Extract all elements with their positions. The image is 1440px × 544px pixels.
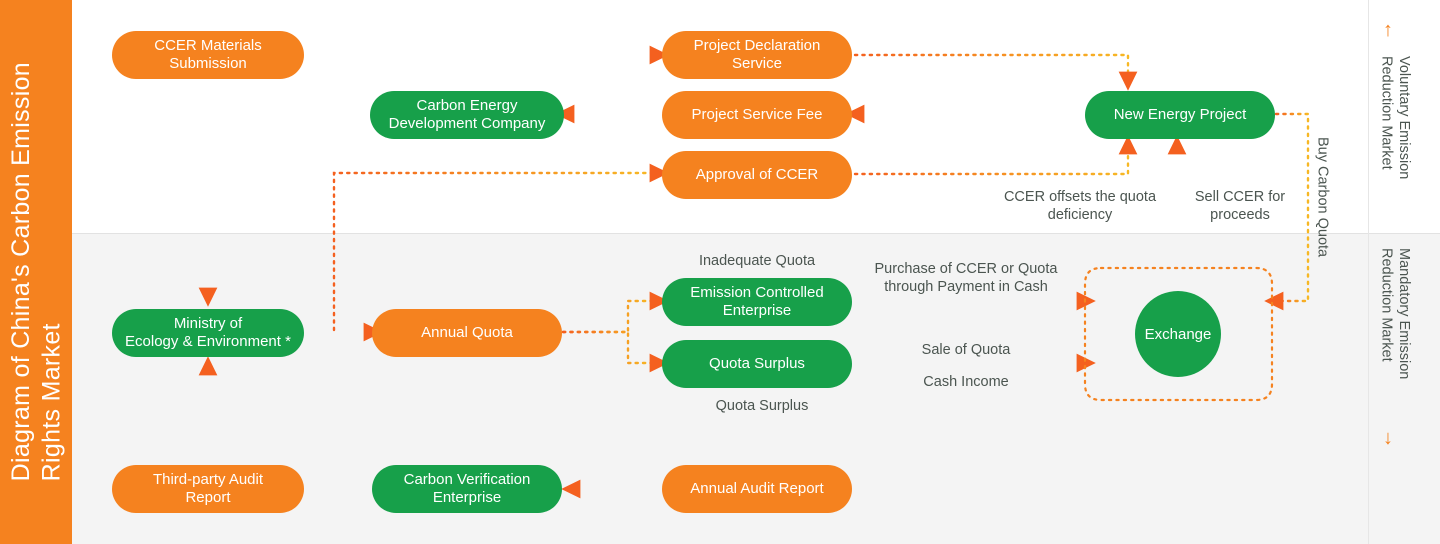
exchange-boundary — [1083, 266, 1274, 402]
node-new-energy-project[interactable]: New Energy Project — [1085, 91, 1275, 139]
market-band-divider — [72, 233, 1440, 234]
node-carbon-energy-development-company[interactable]: Carbon Energy Development Company — [370, 91, 564, 139]
node-label: Project Service Fee — [691, 105, 823, 123]
label-sell-ccer-for-proceeds: Sell CCER for proceeds — [1194, 189, 1286, 224]
node-third-party-audit-report[interactable]: Third-party Audit Report — [112, 465, 304, 513]
node-carbon-verification-enterprise[interactable]: Carbon Verification Enterprise — [372, 465, 562, 513]
node-label: Carbon Verification Enterprise — [403, 470, 531, 506]
node-label: Quota Surplus — [709, 354, 805, 372]
node-project-declaration-service[interactable]: Project Declaration Service — [662, 31, 852, 79]
node-ccer-materials-submission[interactable]: CCER Materials Submission — [112, 31, 304, 79]
page-title: Diagram of China's Carbon Emission Right… — [6, 62, 66, 482]
edge-ministry-to-approval-of-ccer — [332, 163, 669, 332]
label-sale-of-quota: Sale of Quota — [921, 342, 1011, 358]
node-label: Third-party Audit Report — [152, 470, 264, 506]
node-label: New Energy Project — [1113, 105, 1247, 123]
node-label: Emission Controlled Enterprise — [690, 283, 824, 319]
right-rail-divider — [1368, 0, 1369, 544]
arrow-up-icon: ↑ — [1383, 19, 1393, 41]
label-ccer-offsets-quota-deficiency: CCER offsets the quota deficiency — [1003, 189, 1157, 224]
label-quota-surplus: Quota Surplus — [715, 398, 809, 414]
node-label: Ministry of Ecology & Environment * — [125, 314, 291, 350]
node-label: Annual Audit Report — [690, 479, 824, 497]
diagram-title-bar: Diagram of China's Carbon Emission Right… — [0, 0, 72, 544]
node-quota-surplus[interactable]: Quota Surplus — [662, 340, 852, 388]
node-project-service-fee[interactable]: Project Service Fee — [662, 91, 852, 139]
edge-approval-ccer-offsets-quota-deficiency — [853, 135, 1138, 176]
node-label: Exchange — [1144, 325, 1212, 343]
node-label: Project Declaration Service — [693, 36, 821, 72]
node-label: Annual Quota — [421, 323, 513, 341]
node-annual-quota[interactable]: Annual Quota — [372, 309, 562, 357]
edge-project-declaration-to-new-energy — [853, 53, 1138, 91]
label-buy-carbon-quota: Buy Carbon Quota — [1314, 137, 1331, 258]
node-emission-controlled-enterprise[interactable]: Emission Controlled Enterprise — [662, 278, 852, 326]
arrow-down-icon: ↓ — [1383, 427, 1393, 449]
node-annual-audit-report[interactable]: Annual Audit Report — [662, 465, 852, 513]
edge-annual-quota-to-emission-controlled — [561, 291, 669, 334]
label-inadequate-quota: Inadequate Quota — [698, 253, 816, 269]
label-voluntary-emission-reduction-market: Voluntary Emission Reduction Market — [1378, 56, 1412, 180]
node-ministry-of-ecology-environment[interactable]: Ministry of Ecology & Environment * — [112, 309, 304, 357]
node-label: Approval of CCER — [695, 165, 819, 183]
node-exchange[interactable]: Exchange — [1135, 291, 1221, 377]
node-approval-of-ccer[interactable]: Approval of CCER — [662, 151, 852, 199]
label-mandatory-emission-reduction-market: Mandatory Emission Reduction Market — [1378, 248, 1412, 380]
label-purchase-of-ccer-or-quota: Purchase of CCER or Quota through Paymen… — [874, 261, 1058, 296]
edge-annual-quota-to-quota-surplus — [561, 330, 669, 373]
label-cash-income: Cash Income — [923, 374, 1009, 390]
node-label: Carbon Energy Development Company — [388, 96, 546, 132]
edge-buy-carbon-quota — [1264, 112, 1310, 311]
node-label: CCER Materials Submission — [154, 36, 262, 72]
